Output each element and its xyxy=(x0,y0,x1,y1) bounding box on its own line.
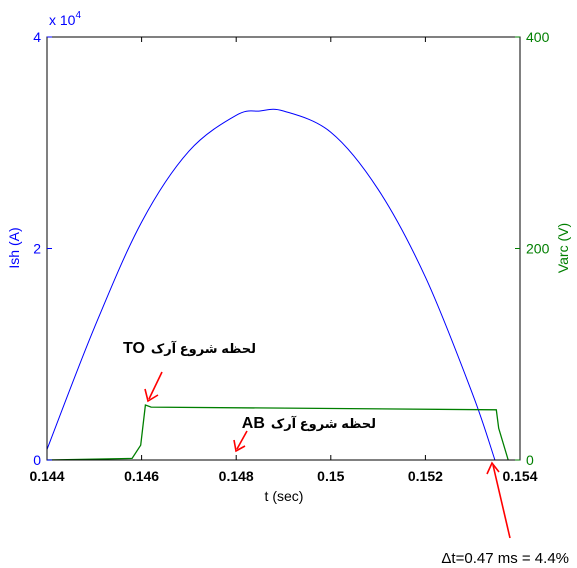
annotation-to-arrow xyxy=(144,371,163,403)
annotation-ab: AB لحظه شروع آرک xyxy=(233,415,376,453)
x-tick-label: 0.144 xyxy=(29,468,64,484)
series-layer xyxy=(46,108,509,461)
annotation-delta-t-text: Δt=0.47 ms = 4.4% xyxy=(441,550,569,567)
annotation-ab-bold: AB xyxy=(242,415,265,432)
annotation-delta-t: Δt=0.47 ms = 4.4% xyxy=(441,461,569,567)
x-axis-tick-labels: 0.144 0.146 0.148 0.15 0.152 0.154 xyxy=(29,468,537,484)
annotation-to-text: لحظه شروع آرک xyxy=(151,340,256,356)
left-tick-label: 2 xyxy=(33,241,41,257)
annotation-delta-t-arrow xyxy=(486,461,511,539)
annotation-ab-text: لحظه شروع آرک xyxy=(271,415,376,431)
left-axis-label: Ish (A) xyxy=(6,227,22,268)
ish-current-line xyxy=(46,108,496,461)
x-axis-ticks xyxy=(46,37,521,460)
left-axis-tick-labels: 0 2 4 xyxy=(33,29,41,468)
left-axis-ticks xyxy=(47,36,52,461)
right-tick-label: 200 xyxy=(526,241,550,257)
left-axis-exponent-power: 4 xyxy=(75,10,81,21)
right-tick-label: 0 xyxy=(526,452,534,468)
right-axis-tick-labels: 0 200 400 xyxy=(526,29,550,468)
x-tick-label: 0.148 xyxy=(219,468,254,484)
x-axis-label: t (sec) xyxy=(265,488,304,504)
x-tick-label: 0.152 xyxy=(408,468,443,484)
x-tick-label: 0.146 xyxy=(124,468,159,484)
right-axis-ticks xyxy=(515,36,520,461)
annotation-to-bold: TO xyxy=(123,340,145,357)
right-tick-label: 400 xyxy=(526,29,550,45)
right-axis-label: Varc (V) xyxy=(555,223,571,273)
left-axis-exponent-base: x 10 xyxy=(49,12,76,28)
annotation-to: TO لحظه شروع آرک xyxy=(123,340,256,403)
x-tick-label: 0.154 xyxy=(502,468,537,484)
annotation-ab-arrow xyxy=(233,430,248,453)
left-tick-label: 0 xyxy=(33,452,41,468)
left-axis-exponent: x 104 xyxy=(49,10,81,28)
x-tick-label: 0.15 xyxy=(317,468,344,484)
varc-voltage-line xyxy=(46,404,509,461)
left-tick-label: 4 xyxy=(33,29,41,45)
